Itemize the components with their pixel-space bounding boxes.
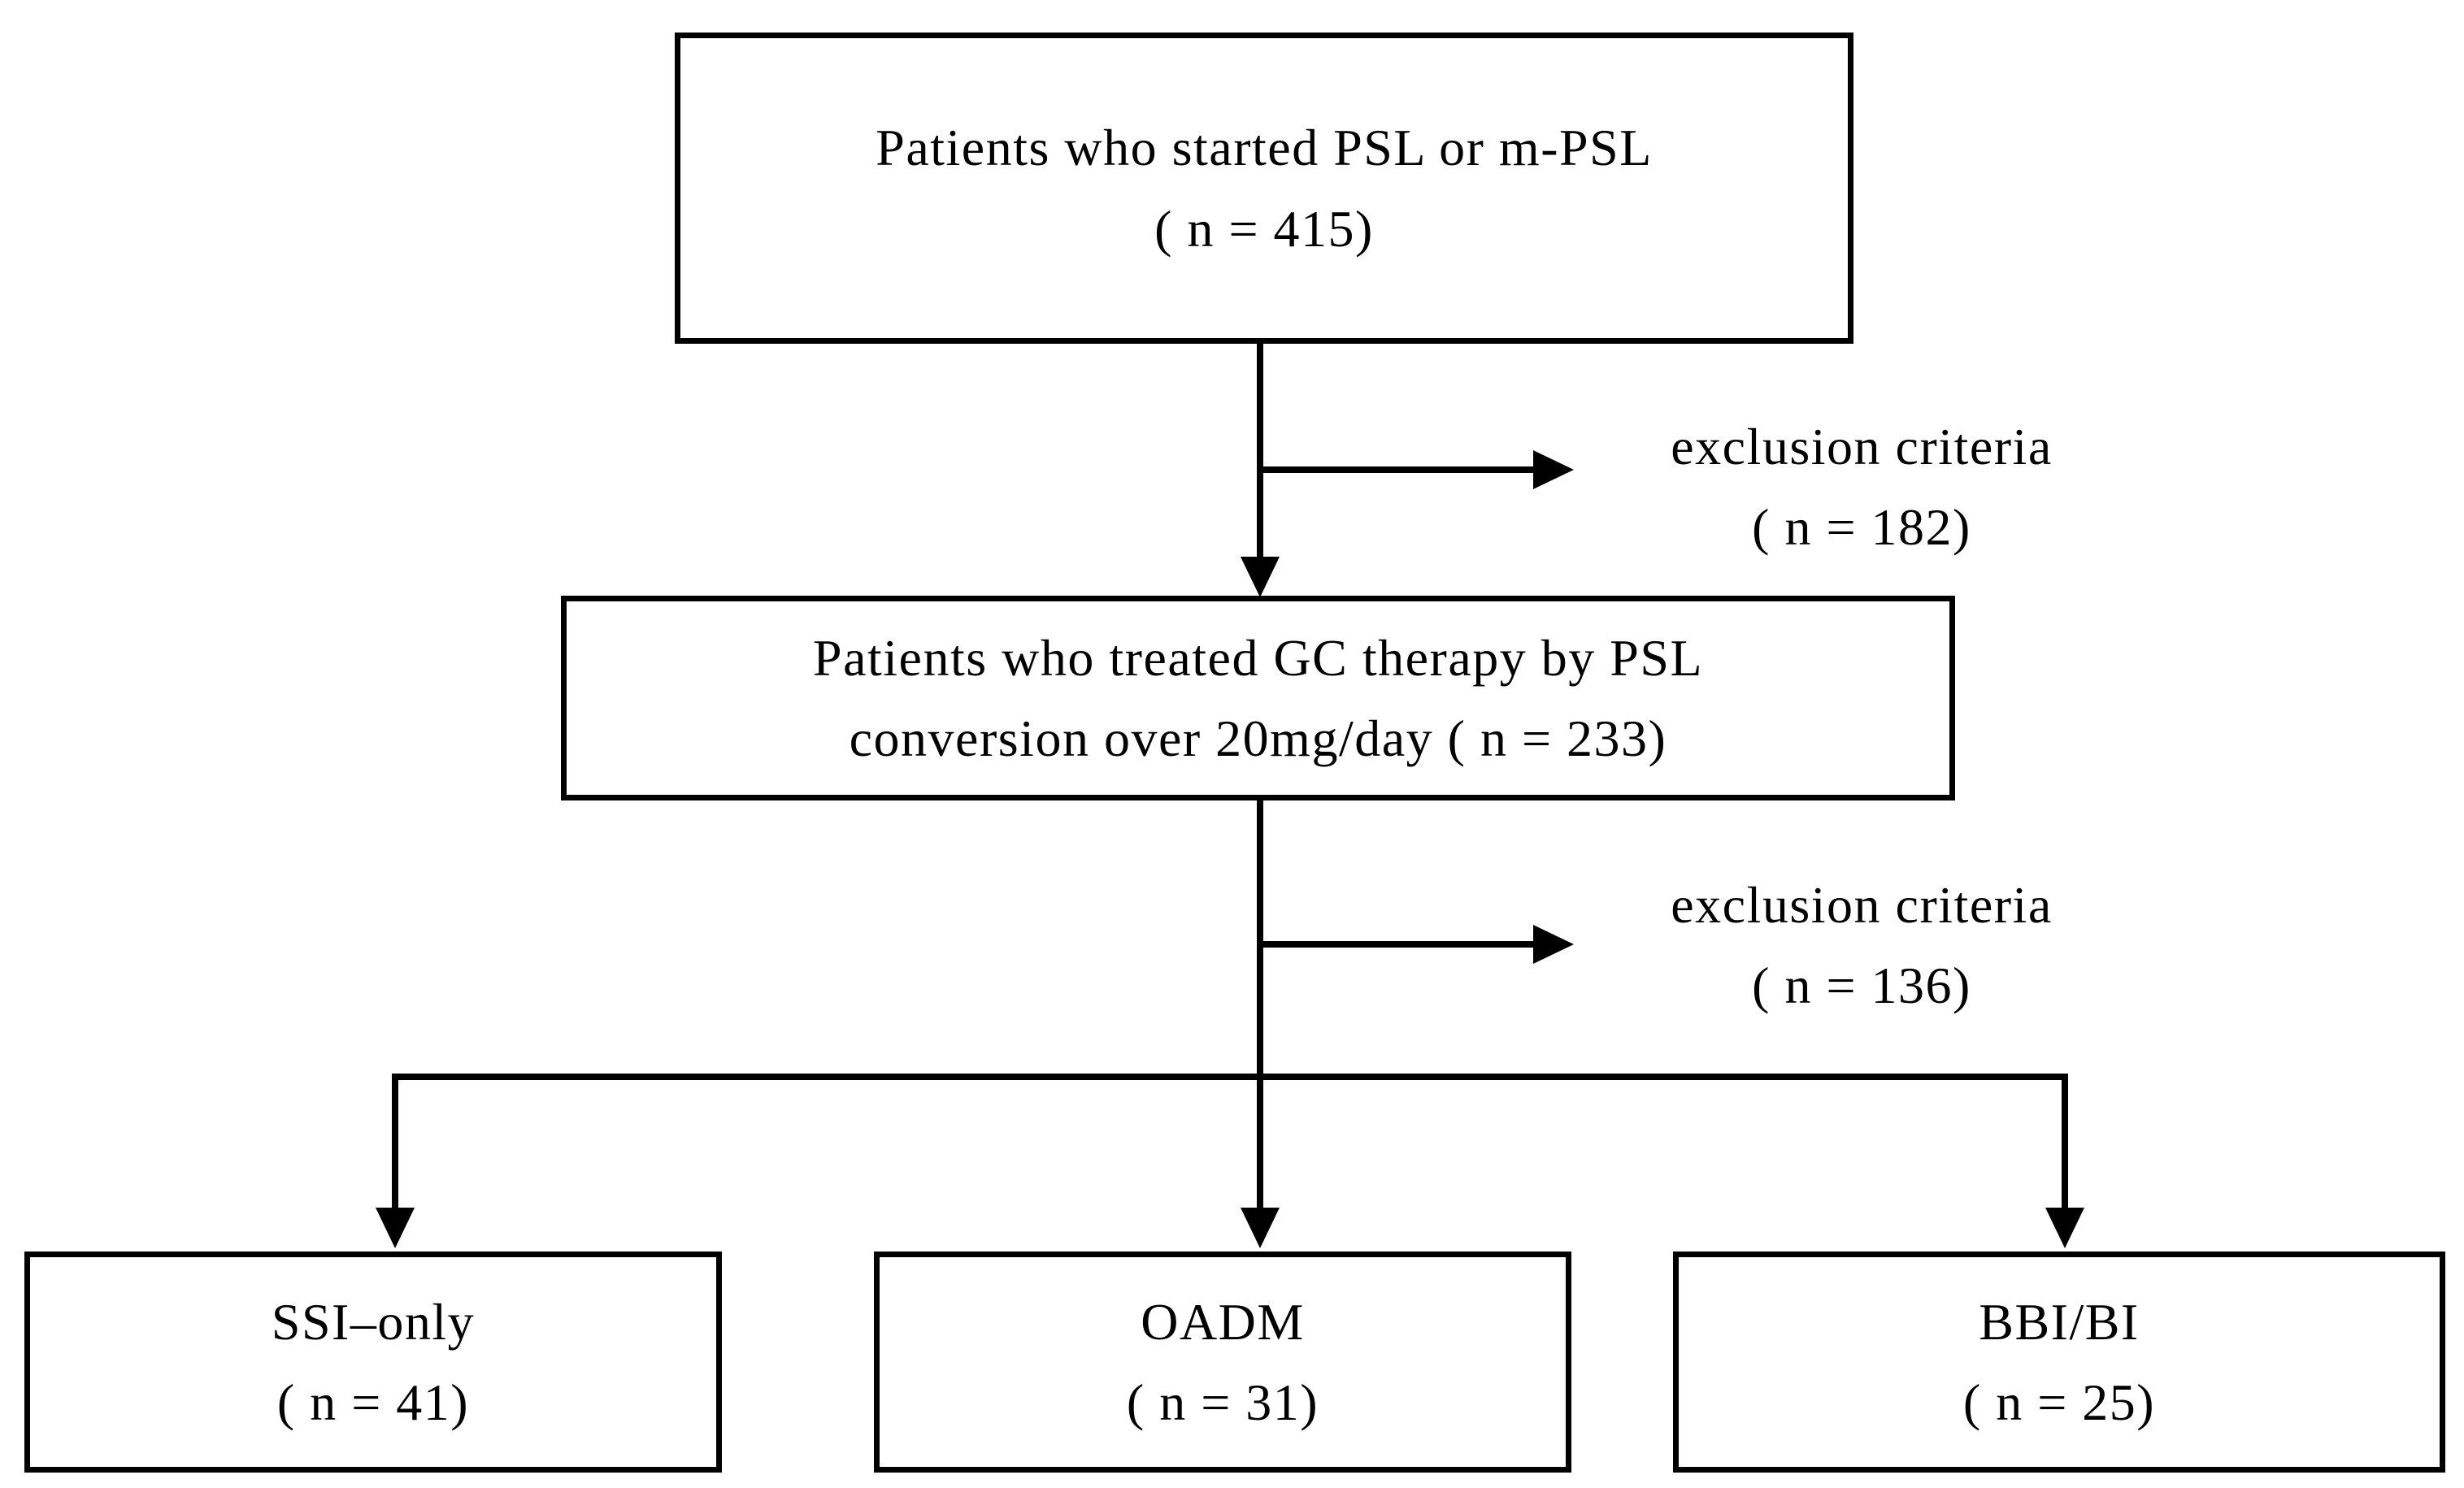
annotation-exclusion-2: exclusion criteria ( n = 136) <box>1585 865 2138 1026</box>
node-patients-started-psl: Patients who started PSL or m-PSL ( n = … <box>675 33 1853 344</box>
node-label: Patients who treated GC therapy by PSL <box>812 628 1704 687</box>
node-label: BBI/BI <box>1979 1292 2140 1351</box>
connector-branch-horizontal <box>392 1074 2068 1080</box>
node-ssi-only: SSI–only ( n = 41) <box>24 1252 722 1473</box>
connector-started-to-gc <box>1257 344 1263 557</box>
connector-branch-right <box>2062 1074 2068 1208</box>
annotation-exclusion-1: exclusion criteria ( n = 182) <box>1585 406 2138 567</box>
node-bbi-bi: BBI/BI ( n = 25) <box>1673 1252 2445 1473</box>
arrow-down-icon <box>376 1208 415 1248</box>
exclusion-label: exclusion criteria <box>1671 876 2053 934</box>
connector-exclusion-2 <box>1260 941 1533 948</box>
node-oadm: OADM ( n = 31) <box>874 1252 1571 1473</box>
arrow-right-icon <box>1533 925 1574 964</box>
connector-exclusion-1 <box>1260 466 1533 473</box>
node-gc-therapy-psl-conversion: Patients who treated GC therapy by PSL c… <box>561 596 1955 800</box>
connector-gc-to-branch <box>1257 800 1263 1208</box>
arrow-right-icon <box>1533 450 1574 489</box>
node-count: ( n = 31) <box>1126 1373 1319 1431</box>
exclusion-count: ( n = 136) <box>1752 957 1971 1015</box>
node-label: OADM <box>1141 1292 1305 1351</box>
exclusion-label: exclusion criteria <box>1671 418 2053 475</box>
node-label-continued: conversion over 20mg/day ( n = 233) <box>849 709 1667 767</box>
connector-branch-left <box>392 1074 398 1208</box>
exclusion-count: ( n = 182) <box>1752 498 1971 557</box>
node-label: SSI–only <box>271 1292 476 1351</box>
node-label: Patients who started PSL or m-PSL <box>876 119 1653 177</box>
arrow-down-icon <box>1241 1208 1280 1248</box>
node-count: ( n = 415) <box>1154 199 1374 258</box>
node-count: ( n = 41) <box>276 1373 470 1431</box>
arrow-down-icon <box>1241 557 1280 597</box>
node-count: ( n = 25) <box>1962 1373 2156 1431</box>
arrow-down-icon <box>2045 1208 2084 1248</box>
